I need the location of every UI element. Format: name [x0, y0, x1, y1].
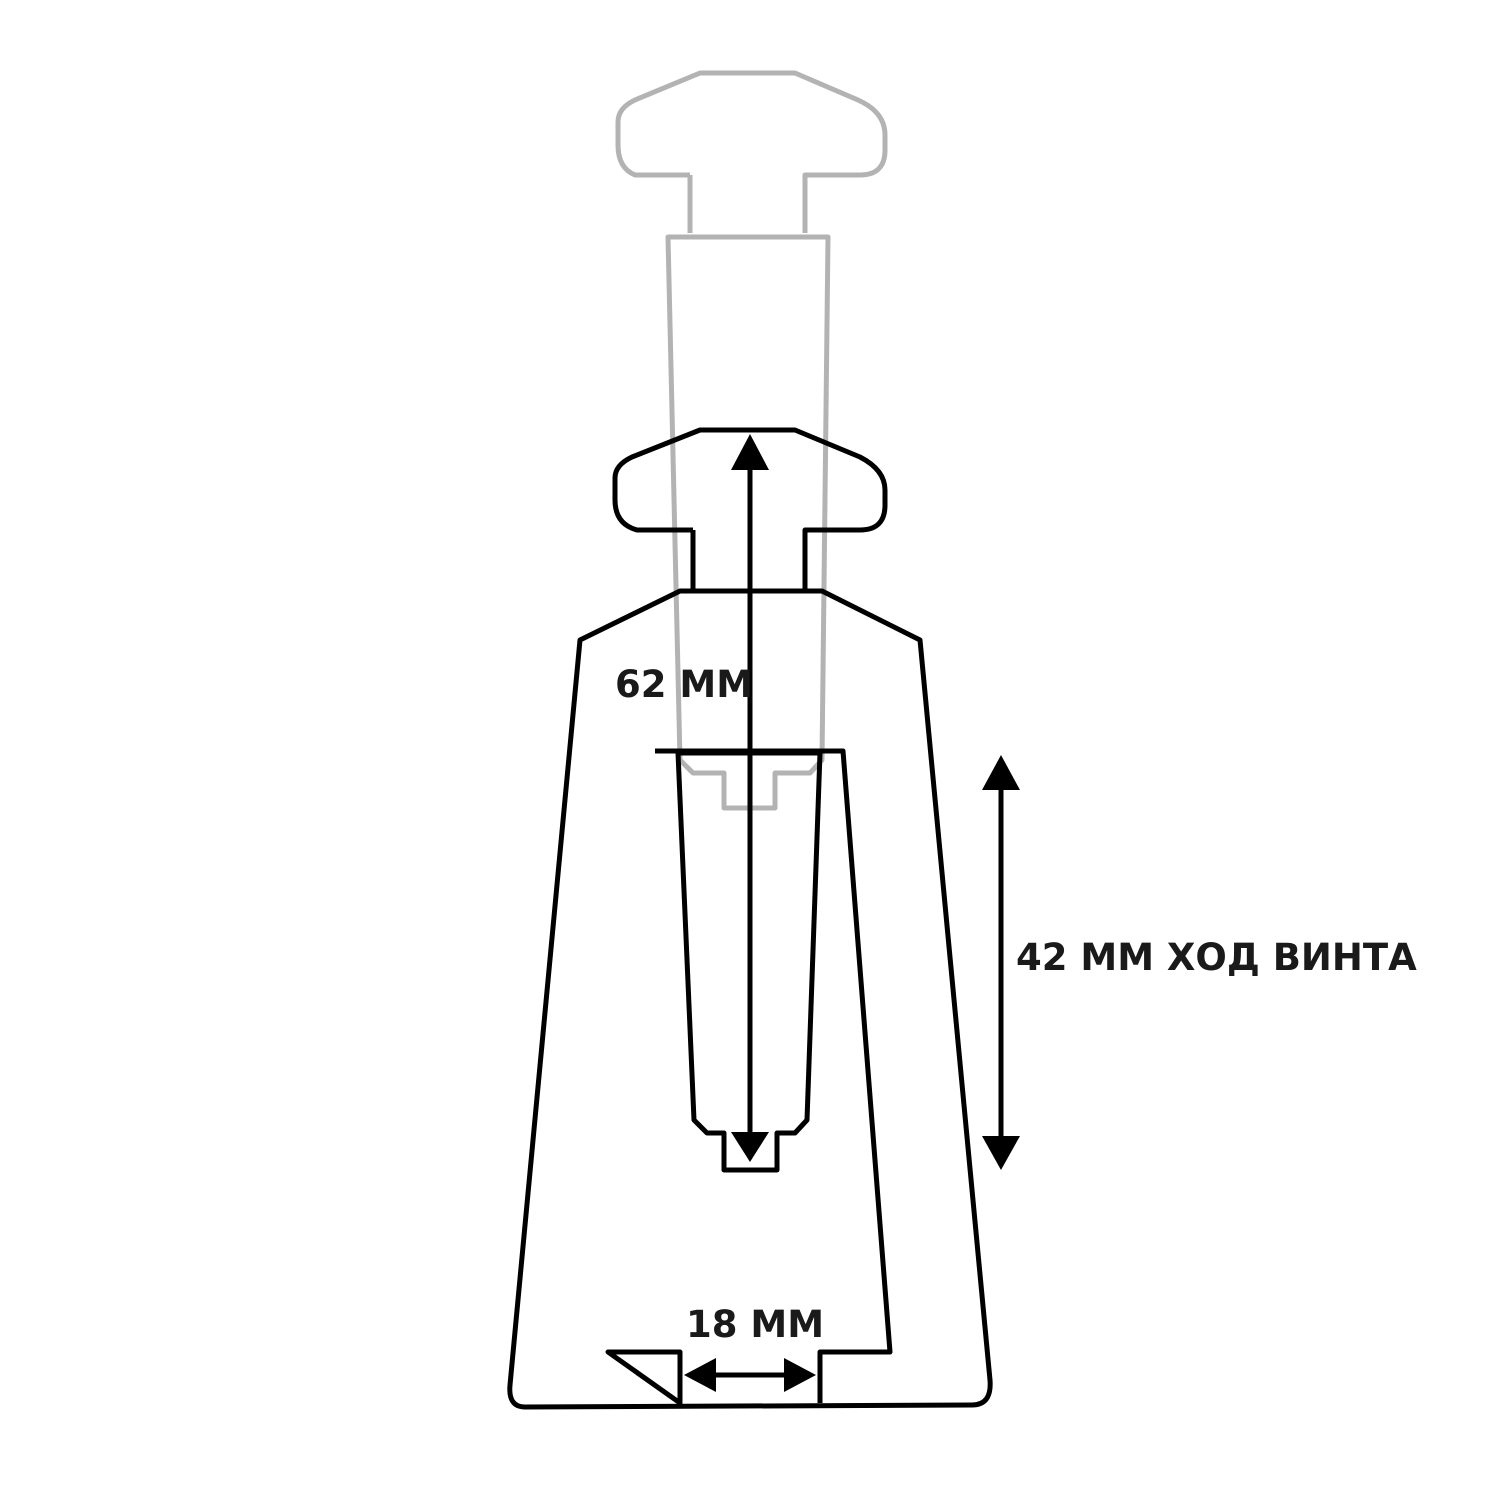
- frame-outline: [507, 588, 993, 1410]
- dimension-slot-width: 18 ММ: [684, 1303, 824, 1392]
- slot-width-arrow-left-icon: [684, 1358, 716, 1392]
- slot-width-label: 18 ММ: [686, 1303, 824, 1346]
- screw-length-arrow-down-icon: [731, 1132, 769, 1162]
- screw-length-arrow-up-icon: [731, 434, 769, 470]
- dimension-screw-travel: 42 ММ ХОД ВИНТА: [982, 755, 1417, 1170]
- screw-raised-ghost: [615, 70, 888, 811]
- dimension-screw-length: 62 ММ: [615, 434, 769, 1162]
- screw-length-label: 62 ММ: [615, 663, 753, 706]
- ghost-screw-shaft: [665, 234, 831, 811]
- screw-travel-arrow-up-icon: [982, 755, 1020, 790]
- screw-travel-label: 42 ММ ХОД ВИНТА: [1016, 936, 1417, 979]
- ghost-screw-head: [615, 70, 888, 233]
- slot-width-arrow-right-icon: [784, 1358, 816, 1392]
- tool-body: [507, 427, 993, 1410]
- screw-shaft-lowered: [675, 750, 823, 1173]
- screw-head: [612, 427, 888, 591]
- screw-travel-arrow-down-icon: [982, 1136, 1020, 1170]
